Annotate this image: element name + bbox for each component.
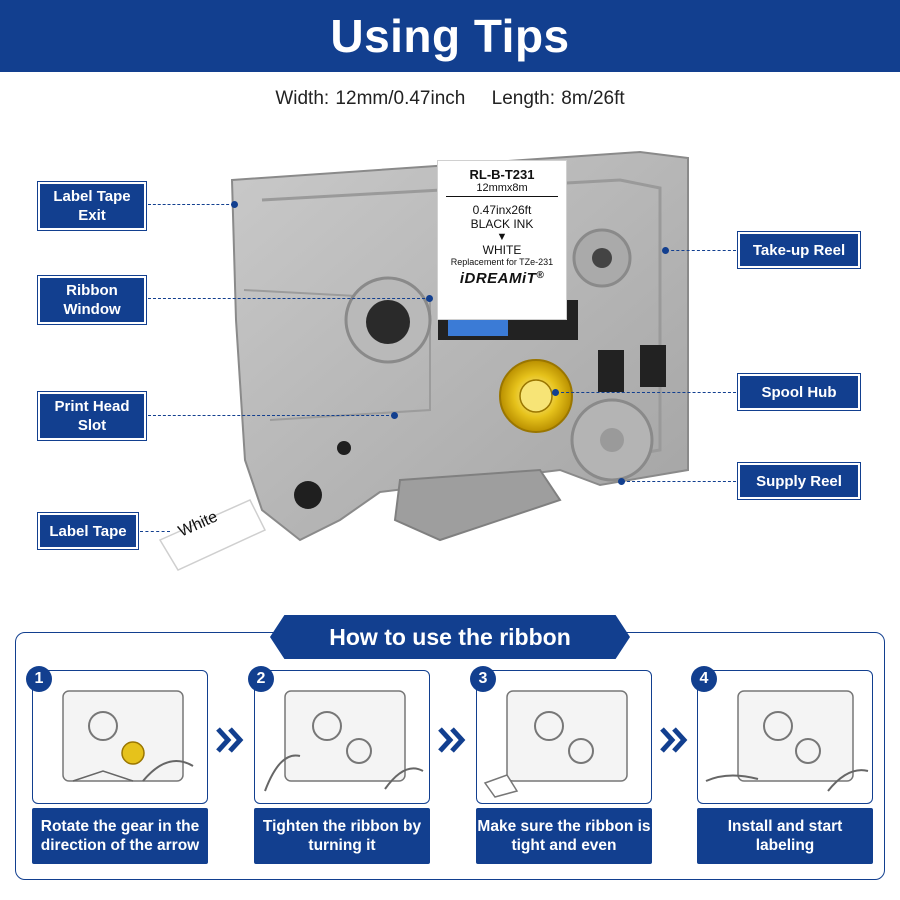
leader-take-up-reel [666,250,736,251]
marker-supply-reel [618,478,625,485]
howto-title: How to use the ribbon [270,615,630,659]
length-spec: Length: 8m/26ft [491,88,625,109]
callout-ribbon-window: Ribbon Window [38,276,146,324]
callout-supply-reel: Supply Reel [738,463,860,499]
chevron-right-double-icon [438,727,466,753]
step-caption: Rotate the gear in the direction of the … [32,808,208,864]
header-banner: Using Tips [0,0,900,72]
step-number: 4 [691,666,717,692]
leader-supply-reel [622,481,736,482]
callout-spool-hub: Spool Hub [738,374,860,410]
step-drawing [264,690,424,792]
brand-logo: iDREAMiT® [438,270,566,287]
sticker-size-imperial: 0.47inx26ft [472,203,532,217]
callout-print-head-slot: Print Head Slot [38,392,146,440]
callout-label-tape: Label Tape [38,513,138,549]
sticker-arrow: ▼ [496,231,508,243]
sticker-tape-color: WHITE [482,243,522,257]
marker-spool-hub [552,389,559,396]
marker-ribbon-window [426,295,433,302]
callout-label-tape-exit: Label Tape Exit [38,182,146,230]
sticker-ink: BLACK INK [470,217,534,231]
leader-label-tape-exit [148,204,234,205]
cartridge-diagram: RL-B-T231 12mmx8m 0.47inx26ft BLACK INK … [0,140,900,580]
page-title: Using Tips [330,10,570,62]
leader-label-tape [140,531,170,532]
step-number: 1 [26,666,52,692]
step-caption: Tighten the ribbon by turning it [254,808,430,864]
width-spec: Width: 12mm/0.47inch [275,88,466,109]
step-drawing [62,690,194,782]
marker-print-head-slot [391,412,398,419]
step-caption: Make sure the ribbon is tight and even [476,808,652,864]
marker-label-tape-exit [231,201,238,208]
cartridge-sticker: RL-B-T231 12mmx8m 0.47inx26ft BLACK INK … [437,160,567,320]
leader-print-head-slot [148,415,394,416]
specs-line: Width: 12mm/0.47inch Length: 8m/26ft [0,88,900,110]
step-caption: Install and start labeling [697,808,873,864]
marker-take-up-reel [662,247,669,254]
sticker-replacement: Replacement for TZe-231 [450,257,554,267]
leader-spool-hub [556,392,736,393]
callout-take-up-reel: Take-up Reel [738,232,860,268]
sticker-size: 12mmx8m [446,182,558,197]
step-number: 3 [470,666,496,692]
step-number: 2 [248,666,274,692]
chevron-right-double-icon [216,727,244,753]
step-illustration [254,670,430,804]
sticker-model: RL-B-T231 [469,167,535,182]
brand-name: iDREAMiT [459,270,537,287]
step-illustration [32,670,208,804]
step-drawing [483,690,628,798]
cartridge-illustration [158,150,689,571]
step-illustration [697,670,873,804]
brand-mark: ® [536,270,545,281]
step-illustration [476,670,652,804]
leader-ribbon-window [148,298,430,299]
step-drawing [705,690,869,792]
chevron-right-double-icon [660,727,688,753]
